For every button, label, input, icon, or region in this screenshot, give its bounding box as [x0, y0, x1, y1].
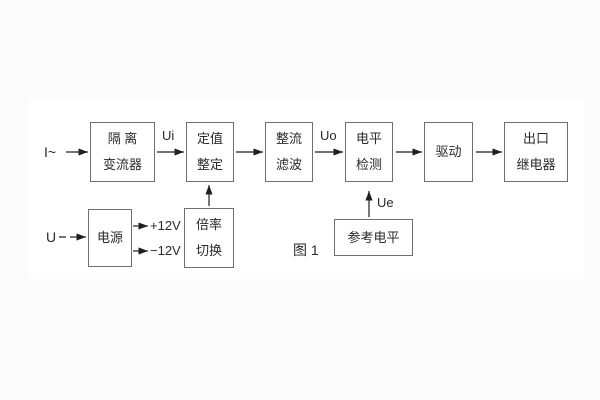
block-output-line1: 出口 [522, 131, 549, 146]
label-signal-ue: Ue [377, 195, 394, 210]
block-reference-level: 参考电平 [334, 219, 413, 256]
block-level-line1: 电平 [355, 131, 382, 146]
figure-caption: 图 1 [293, 242, 319, 258]
block-output-line2: 继电器 [516, 157, 556, 172]
block-multiplier-switch: 倍率 切换 [184, 208, 234, 268]
block-isolation-line1: 隔 离 [107, 131, 138, 146]
block-rectifier-filter: 整流 滤波 [265, 122, 313, 182]
block-drive: 驱动 [424, 122, 473, 182]
block-level-line2: 检测 [355, 157, 382, 172]
block-drive-label: 驱动 [435, 144, 462, 159]
block-multiplier-line2: 切换 [195, 243, 222, 258]
label-plus-12v-rail: +12V [150, 218, 181, 233]
label-current-input: I~ [44, 144, 57, 160]
label-signal-uo: Uo [320, 128, 337, 143]
block-power-supply: 电源 [88, 209, 132, 267]
block-isolation-line2: 变流器 [102, 157, 142, 172]
block-power-label: 电源 [96, 230, 123, 245]
block-setting-adjust: 定值 整定 [186, 122, 234, 182]
block-setting-line1: 定值 [196, 131, 223, 146]
block-reference-label: 参考电平 [347, 229, 400, 245]
block-rectifier-line1: 整流 [275, 131, 302, 146]
block-setting-line2: 整定 [196, 157, 223, 172]
block-multiplier-line1: 倍率 [195, 217, 222, 232]
label-minus-12v-rail: −12V [150, 243, 181, 258]
block-output-relay: 出口 继电器 [504, 122, 568, 182]
block-rectifier-line2: 滤波 [275, 157, 302, 172]
block-level-detect: 电平 检测 [345, 122, 393, 182]
label-voltage-input: U [46, 229, 57, 245]
block-isolation-transformer: 隔 离 变流器 [90, 122, 155, 182]
label-signal-ui: Ui [162, 128, 175, 143]
